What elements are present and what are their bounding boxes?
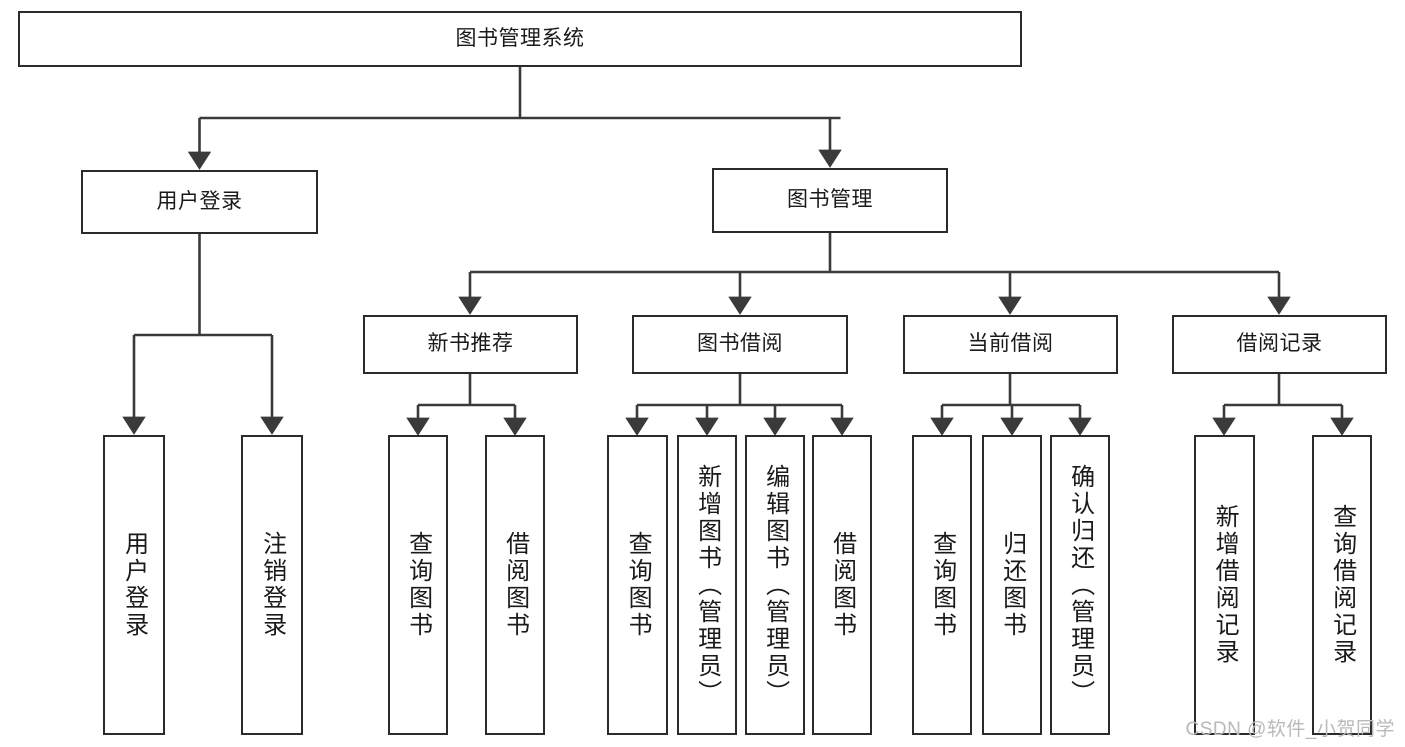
node-leaf-query-book-2[interactable]: 查询图书 [607,435,668,735]
csdn-watermark: CSDN @软件_小贺同学 [1185,719,1395,740]
node-label: 图书借阅 [697,332,783,356]
node-book-borrow[interactable]: 图书借阅 [632,315,848,374]
node-leaf-confirm-return[interactable]: 确认归还（管理员） [1050,435,1110,735]
node-label: 新增借阅记录 [1211,504,1239,666]
node-leaf-borrow-book-2[interactable]: 借阅图书 [812,435,872,735]
node-root-system[interactable]: 图书管理系统 [18,11,1022,67]
node-leaf-add-record[interactable]: 新增借阅记录 [1194,435,1255,735]
node-label: 用户登录 [156,189,243,213]
node-label: 新书推荐 [427,332,514,356]
node-user-login[interactable]: 用户登录 [81,170,318,234]
node-label: 查询借阅记录 [1328,504,1356,666]
node-label: 当前借阅 [967,332,1054,356]
node-leaf-return-book[interactable]: 归还图书 [982,435,1042,735]
node-label: 注销登录 [258,531,286,639]
node-label: 借阅图书 [501,531,529,639]
node-new-book-recommendation[interactable]: 新书推荐 [363,315,578,374]
node-leaf-add-book[interactable]: 新增图书（管理员） [677,435,737,735]
node-leaf-borrow-book-1[interactable]: 借阅图书 [485,435,545,735]
node-label: 查询图书 [404,531,432,639]
node-leaf-query-record[interactable]: 查询借阅记录 [1312,435,1372,735]
node-label: 图书管理系统 [455,26,585,50]
node-label: 编辑图书（管理员） [761,463,789,707]
node-label: 确认归还（管理员） [1066,463,1094,707]
node-borrow-record[interactable]: 借阅记录 [1172,315,1387,374]
node-leaf-query-book-3[interactable]: 查询图书 [912,435,972,735]
node-label: 查询图书 [624,531,652,639]
node-current-borrow[interactable]: 当前借阅 [903,315,1118,374]
node-label: 图书管理 [787,188,873,212]
node-label: 借阅记录 [1236,332,1323,356]
node-label: 新增图书（管理员） [693,463,721,707]
node-leaf-edit-book[interactable]: 编辑图书（管理员） [745,435,805,735]
node-leaf-user-login[interactable]: 用户登录 [103,435,165,735]
node-label: 借阅图书 [828,531,856,639]
node-label: 用户登录 [120,531,148,639]
node-leaf-query-book-1[interactable]: 查询图书 [388,435,448,735]
node-book-manage[interactable]: 图书管理 [712,168,948,233]
node-label: 归还图书 [998,531,1026,639]
node-label: 查询图书 [928,531,956,639]
node-leaf-logout[interactable]: 注销登录 [241,435,303,735]
